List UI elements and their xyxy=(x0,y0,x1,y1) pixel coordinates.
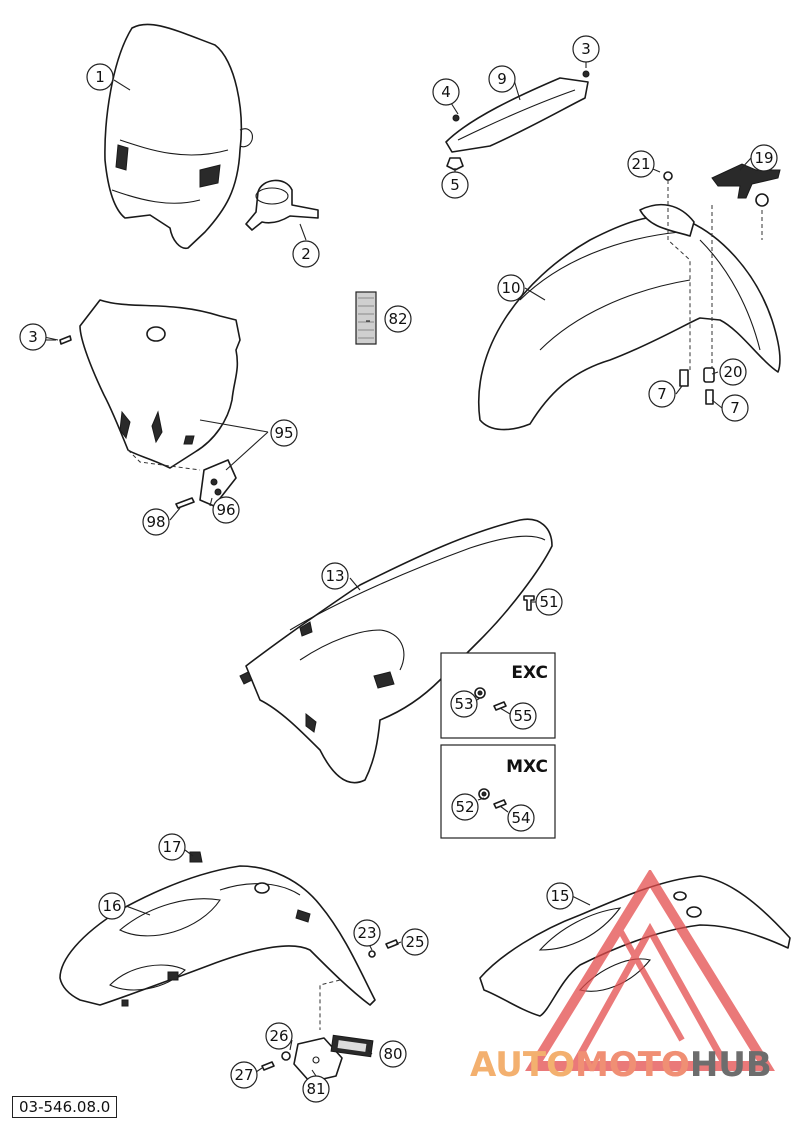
svg-text:81: 81 xyxy=(306,1080,325,1098)
bolt-part xyxy=(679,367,715,405)
side-panel-right-part xyxy=(479,875,791,1017)
callout-2: 2 xyxy=(292,240,320,268)
callout-1: 1 xyxy=(86,63,114,91)
callout-10: 10 xyxy=(497,274,525,302)
headlight-mask-part xyxy=(104,23,253,250)
callout-80: 80 xyxy=(379,1040,407,1068)
callout-7a: 7 xyxy=(648,380,676,408)
svg-text:2: 2 xyxy=(301,245,311,263)
callout-26: 26 xyxy=(265,1022,293,1050)
callout-9: 9 xyxy=(488,65,516,93)
mxc-variant-box: MXC xyxy=(440,744,556,839)
svg-text:26: 26 xyxy=(269,1027,288,1045)
svg-text:96: 96 xyxy=(216,501,235,519)
callout-53: 53 xyxy=(450,690,478,718)
plate-insert-part xyxy=(59,335,237,509)
bracket-part xyxy=(445,70,590,171)
document-id: 03-546.08.0 xyxy=(12,1096,118,1118)
callout-82: 82 xyxy=(384,305,412,333)
callout-25: 25 xyxy=(401,928,429,956)
svg-text:1: 1 xyxy=(95,68,105,86)
svg-text:7: 7 xyxy=(730,399,740,417)
callout-5: 5 xyxy=(441,171,469,199)
callout-95: 95 xyxy=(270,419,298,447)
svg-text:9: 9 xyxy=(497,70,507,88)
callout-52: 52 xyxy=(451,793,479,821)
svg-text:20: 20 xyxy=(723,363,742,381)
callout-4: 4 xyxy=(432,78,460,106)
callout-19: 19 xyxy=(750,144,778,172)
svg-text:52: 52 xyxy=(455,798,474,816)
exc-variant-label: EXC xyxy=(511,663,548,683)
callout-3a: 3 xyxy=(572,35,600,63)
number-plate-part xyxy=(79,299,241,471)
callout-96: 96 xyxy=(212,496,240,524)
callout-15: 15 xyxy=(546,882,574,910)
svg-text:15: 15 xyxy=(550,887,569,905)
callout-7b: 7 xyxy=(721,394,749,422)
svg-text:16: 16 xyxy=(102,897,121,915)
svg-text:27: 27 xyxy=(234,1066,253,1084)
svg-text:5: 5 xyxy=(450,176,460,194)
callout-98: 98 xyxy=(142,508,170,536)
svg-text:4: 4 xyxy=(441,83,451,101)
svg-text:51: 51 xyxy=(539,593,558,611)
svg-text:82: 82 xyxy=(388,310,407,328)
svg-text:23: 23 xyxy=(357,924,376,942)
callout-3b: 3 xyxy=(19,323,47,351)
svg-text:7: 7 xyxy=(657,385,667,403)
svg-text:80: 80 xyxy=(383,1045,402,1063)
rear-fender-part xyxy=(239,518,553,784)
side-panel-part xyxy=(59,851,376,1007)
svg-text:3: 3 xyxy=(581,40,591,58)
svg-text:55: 55 xyxy=(513,707,532,725)
callout-20: 20 xyxy=(719,358,747,386)
svg-text:21: 21 xyxy=(631,155,650,173)
svg-text:98: 98 xyxy=(146,513,165,531)
plate-bracket-part xyxy=(261,939,399,1083)
callout-55: 55 xyxy=(509,702,537,730)
callout-81: 81 xyxy=(302,1075,330,1103)
svg-text:17: 17 xyxy=(162,838,181,856)
svg-text:95: 95 xyxy=(274,424,293,442)
svg-text:53: 53 xyxy=(454,695,473,713)
callout-17: 17 xyxy=(158,833,186,861)
svg-text:25: 25 xyxy=(405,933,424,951)
front-fender-part xyxy=(478,203,781,431)
clamp-part xyxy=(245,179,319,231)
callout-27: 27 xyxy=(230,1061,258,1089)
svg-text:3: 3 xyxy=(28,328,38,346)
svg-text:54: 54 xyxy=(511,809,530,827)
screw-part xyxy=(523,595,535,611)
mxc-variant-label: MXC xyxy=(506,757,548,777)
svg-text:10: 10 xyxy=(501,279,520,297)
callout-54: 54 xyxy=(507,804,535,832)
callout-23: 23 xyxy=(353,919,381,947)
svg-text:13: 13 xyxy=(325,567,344,585)
callout-13: 13 xyxy=(321,562,349,590)
callout-16: 16 xyxy=(98,892,126,920)
callout-51: 51 xyxy=(535,588,563,616)
svg-text:19: 19 xyxy=(754,149,773,167)
bracket-small-part xyxy=(663,163,781,207)
reflector-part xyxy=(355,291,377,345)
callout-21: 21 xyxy=(627,150,655,178)
